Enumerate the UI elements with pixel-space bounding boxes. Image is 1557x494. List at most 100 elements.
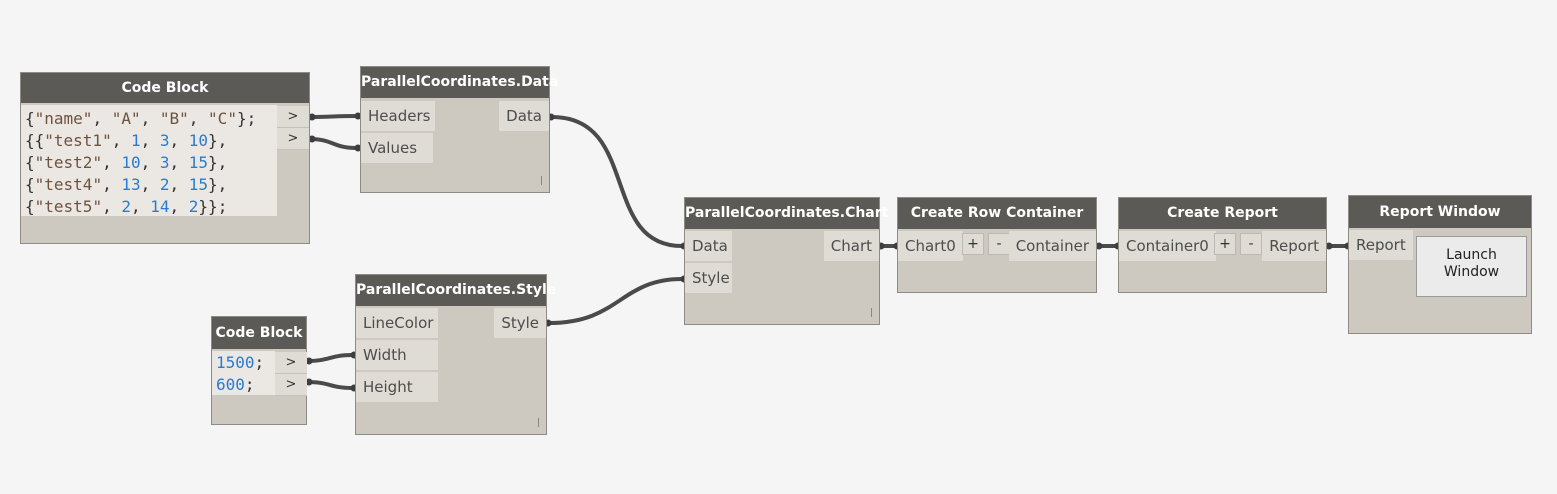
code-punctuation: }, [208,131,228,150]
remove-input-button[interactable]: - [988,233,1010,255]
code-punctuation: {{ [25,131,45,150]
node-title[interactable]: ParallelCoordinates.Data [361,67,558,98]
node-title[interactable]: Report Window [1349,196,1531,228]
code-punctuation: ; [254,353,265,372]
code-number: 2 [121,197,131,216]
code-string: "B" [159,109,189,128]
code-output-port-2[interactable]: > [275,374,307,396]
wire-code-to-values [308,137,358,150]
code-output-port-2[interactable]: > [277,128,309,150]
wire-data-to-chart [550,115,684,248]
node-title[interactable]: Code Block [21,73,309,103]
input-port-height[interactable]: Height [356,372,438,402]
code-number: 2 [159,175,170,194]
output-port-chart[interactable]: Chart [823,231,879,261]
node-title[interactable]: ParallelCoordinates.Style [356,275,556,306]
node-title[interactable]: ParallelCoordinates.Chart [685,198,888,229]
code-block-node-1[interactable]: Code Block {"name", "A", "B", "C"};{{"te… [20,72,310,244]
code-output-port-1[interactable]: > [275,352,307,374]
input-port-style[interactable]: Style [685,263,732,293]
code-number: 10 [188,131,209,150]
code-line: {"test4", 13, 2, 15}, [25,174,273,196]
code-string: "test2" [34,153,103,172]
node-title[interactable]: Code Block [212,317,306,349]
lacing-indicator [538,418,539,427]
code-number: 1 [130,131,141,150]
code-number: 3 [159,153,170,172]
parallel-coordinates-chart-node[interactable]: ParallelCoordinates.Chart Data Style Cha… [684,197,888,325]
output-port-report[interactable]: Report [1262,231,1326,261]
parallel-coordinates-data-node[interactable]: ParallelCoordinates.Data Headers Values … [360,66,558,193]
code-output-port-1[interactable]: > [277,106,309,128]
launch-window-label-line2: Window [1443,264,1500,280]
code-punctuation: }, [208,153,228,172]
code-punctuation: }, [208,175,228,194]
code-punctuation: , [188,109,209,128]
input-port-container0[interactable]: Container0 [1119,231,1216,261]
code-number: 3 [159,131,170,150]
create-row-container-node[interactable]: Create Row Container Chart0 + - Containe… [897,197,1097,293]
code-punctuation: , [140,131,160,150]
code-number: 10 [121,153,141,172]
launch-window-label-line1: Launch [1446,247,1497,263]
code-punctuation: , [102,197,122,216]
code-string: "name" [34,109,93,128]
code-punctuation: { [25,175,35,194]
lacing-indicator [541,176,542,185]
code-line: {{"test1", 1, 3, 10}, [25,130,273,152]
wire-code-to-height [305,380,354,390]
create-report-node[interactable]: Create Report Container0 + - Report [1118,197,1327,293]
code-line: {"test5", 2, 14, 2}}; [25,196,273,218]
wire-style-to-chart [547,277,684,325]
input-port-chart0[interactable]: Chart0 [898,231,963,261]
code-punctuation: { [25,197,35,216]
input-port-data[interactable]: Data [685,231,732,261]
input-port-linecolor[interactable]: LineColor [356,308,438,338]
code-number: 2 [188,197,199,216]
code-number: 15 [188,175,209,194]
wire-code-to-width [305,353,354,363]
input-port-values[interactable]: Values [361,133,433,163]
input-port-headers[interactable]: Headers [361,101,435,131]
code-punctuation: { [25,153,35,172]
code-string: "C" [208,109,237,128]
code-punctuation: , [169,197,189,216]
code-punctuation: { [25,109,35,128]
input-port-width[interactable]: Width [356,340,438,370]
code-punctuation: , [169,175,189,194]
code-editor[interactable]: 1500;600; [212,351,275,395]
code-punctuation: , [140,109,160,128]
remove-input-button[interactable]: - [1240,233,1262,255]
code-number: 14 [150,197,170,216]
code-string: "test4" [34,175,103,194]
code-number: 1500 [216,353,255,372]
code-editor[interactable]: {"name", "A", "B", "C"};{{"test1", 1, 3,… [21,105,277,216]
code-block-node-2[interactable]: Code Block 1500;600; > > [211,316,307,425]
report-window-node[interactable]: Report Window Report Launch Window [1348,195,1532,334]
add-input-button[interactable]: + [1214,233,1236,255]
parallel-coordinates-style-node[interactable]: ParallelCoordinates.Style LineColor Widt… [355,274,556,435]
code-punctuation: , [102,175,122,194]
node-title[interactable]: Create Row Container [898,198,1096,229]
code-number: 15 [188,153,209,172]
code-number: 13 [121,175,141,194]
code-string: "test5" [34,197,103,216]
lacing-indicator [871,308,872,317]
code-line: 1500; [216,352,271,374]
node-title[interactable]: Create Report [1119,198,1326,229]
wire-code-to-headers [308,114,358,119]
launch-window-button[interactable]: Launch Window [1416,236,1527,297]
code-string: "test1" [44,131,112,150]
code-punctuation: , [102,153,122,172]
code-line: {"test2", 10, 3, 15}, [25,152,273,174]
code-punctuation: }; [236,109,257,128]
output-port-style[interactable]: Style [494,308,546,338]
output-port-data[interactable]: Data [499,101,549,131]
add-input-button[interactable]: + [962,233,984,255]
code-punctuation: , [111,131,131,150]
code-punctuation: ; [244,375,255,394]
code-punctuation: , [92,109,112,128]
code-number: 600 [216,375,245,394]
input-port-report[interactable]: Report [1349,230,1413,260]
output-port-container[interactable]: Container [1008,231,1096,261]
